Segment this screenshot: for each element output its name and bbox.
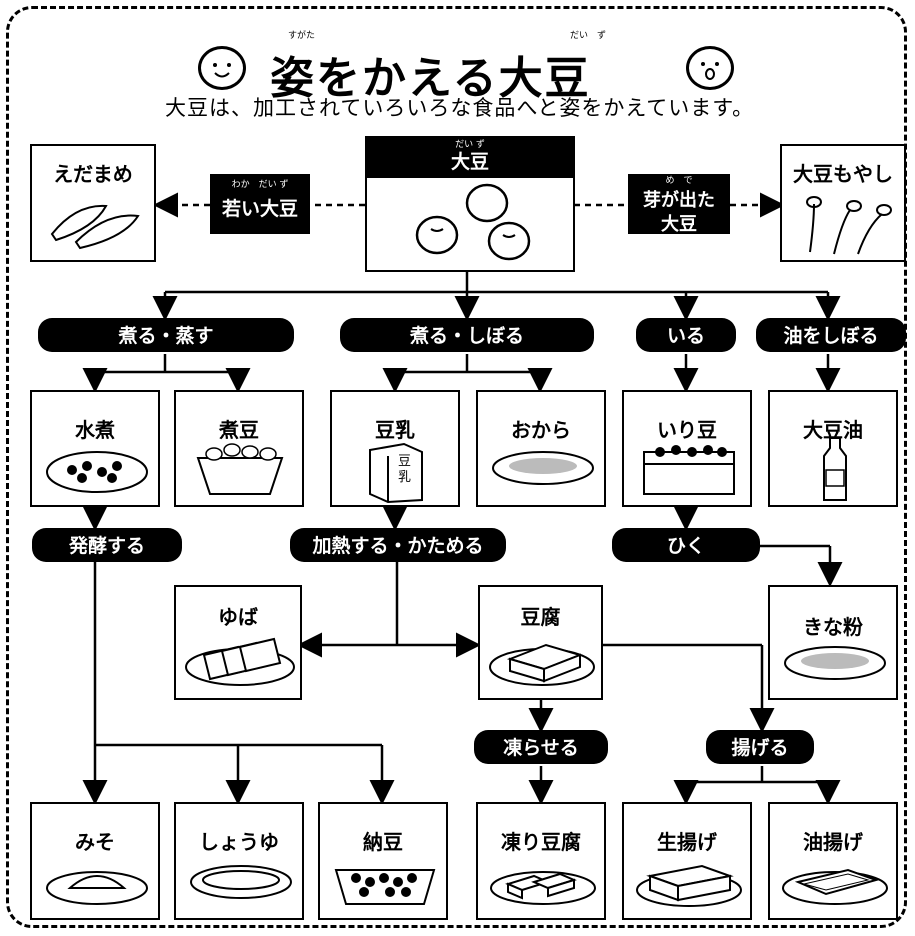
frozen-tofu-plate-icon [490, 871, 596, 905]
food-natto-label: 納豆 [363, 830, 403, 854]
method-ageru: 揚げる [706, 730, 814, 764]
food-okara: おから [476, 390, 606, 507]
young-soybean-ruby: わか だい ず [231, 180, 289, 190]
method-hakko: 発酵する [32, 528, 182, 562]
yuba-plate-icon [185, 637, 295, 686]
food-miso-label: みそ [75, 830, 115, 854]
food-aburaage-label: 油揚げ [803, 830, 863, 854]
food-yuba-label: ゆば [218, 605, 258, 629]
food-mizuni-label: 水煮 [75, 418, 115, 442]
method-koraseru-label: 凍らせる [503, 737, 579, 759]
fried-tofu-plate-icon [636, 864, 742, 907]
method-hiku-label: ひく [666, 535, 705, 557]
title-row: すがた だい ず 姿をかえる大豆 [190, 28, 750, 104]
method-niru-shiboru-label: 煮る・しぼる [409, 325, 524, 347]
center-soybean-box: だい ず 大豆 [365, 136, 575, 272]
food-irimame: いり豆 [622, 390, 752, 507]
center-label: 大豆 [450, 151, 489, 173]
center-title: だい ず 大豆 [367, 138, 573, 178]
food-tofu: 豆腐 [478, 585, 603, 700]
natto-pack-icon [334, 869, 436, 905]
surprised-bean-icon [686, 46, 734, 90]
page-title: 姿をかえる大豆 [270, 53, 591, 104]
method-niru-shiboru: 煮る・しぼる [340, 318, 594, 352]
method-niru-musu: 煮る・蒸す [38, 318, 294, 352]
center-ruby: だい ず [455, 140, 485, 150]
method-hiku: ひく [612, 528, 760, 562]
method-hakko-label: 発酵する [68, 535, 145, 557]
method-iru: いる [636, 318, 736, 352]
moyashi-label: 大豆もやし [793, 162, 893, 186]
food-aburaage: 油揚げ [768, 802, 898, 920]
moyashi-box: 大豆もやし [780, 144, 906, 262]
food-tonyu: 豆乳 豆 乳 [330, 390, 460, 507]
edamame-icon [50, 204, 140, 250]
food-shoyu: しょうゆ [174, 802, 304, 920]
sprouted-soybean-ruby: め で [665, 176, 693, 186]
food-irimame-label: いり豆 [657, 418, 717, 442]
title-ruby-daizu: だい ず [570, 31, 607, 41]
boiled-beans-plate-icon [46, 451, 148, 493]
smiling-bean-icon [198, 46, 246, 90]
food-kinako: きな粉 [768, 585, 898, 700]
sprouted-soybean-line1: 芽が出た [643, 190, 715, 211]
carton-text-line2: 乳 [398, 470, 412, 485]
edamame-box: えだまめ [30, 144, 156, 262]
food-natto: 納豆 [318, 802, 448, 920]
food-nimame: 煮豆 [174, 390, 304, 507]
edamame-label: えだまめ [53, 162, 133, 186]
food-yuba: ゆば [174, 585, 302, 700]
young-soybean-text: 若い大豆 [221, 198, 298, 220]
food-tonyu-label: 豆乳 [375, 418, 415, 442]
food-miso: みそ [30, 802, 160, 920]
food-koridofu: 凍り豆腐 [476, 802, 606, 920]
carton-text: 豆 乳 [398, 454, 411, 486]
subtitle: 大豆は、加工されていろいろな食品へと姿をかえています。 [165, 96, 755, 120]
method-ageru-label: 揚げる [731, 737, 789, 759]
bean-sprouts-icon [806, 196, 892, 255]
okara-plate-icon [492, 451, 594, 485]
food-okara-label: おから [511, 418, 571, 442]
title-ruby-sugata: すがた [288, 31, 316, 41]
method-koraseru: 凍らせる [474, 730, 608, 764]
food-namaage-label: 生揚げ [657, 830, 717, 854]
page-frame [6, 6, 907, 928]
aburaage-plate-icon [782, 868, 888, 905]
tofu-plate-icon [489, 643, 595, 686]
food-shoyu-label: しょうゆ [199, 830, 279, 854]
method-niru-musu-label: 煮る・蒸す [118, 325, 214, 347]
sprouted-soybean-line2: 大豆 [661, 214, 697, 235]
food-tofu-label: 豆腐 [520, 605, 561, 629]
carton-text-line1: 豆 [398, 454, 412, 469]
food-mizuni: 水煮 [30, 390, 160, 507]
food-kinako-label: きな粉 [803, 615, 863, 639]
young-soybean-label: わか だい ず 若い大豆 [210, 174, 310, 234]
method-abura-label: 油をしぼる [783, 325, 879, 347]
soybeans-icon [415, 183, 531, 261]
kinako-plate-icon [784, 646, 886, 680]
food-koridofu-label: 凍り豆腐 [501, 830, 581, 854]
method-abura: 油をしぼる [756, 318, 906, 352]
method-kanetsu: 加熱する・かためる [290, 528, 506, 562]
food-nimame-label: 煮豆 [219, 418, 259, 442]
oil-bottle-icon [823, 437, 847, 501]
sprouted-soybean-label: め で 芽が出た 大豆 [628, 174, 730, 235]
soy-milk-carton-icon [369, 442, 423, 504]
method-kanetsu-label: 加熱する・かためる [312, 535, 484, 557]
simmered-beans-bowl-icon [196, 443, 284, 495]
method-iru-label: いる [666, 325, 705, 347]
food-daizuyu: 大豆油 [768, 390, 898, 507]
roasted-beans-box-icon [643, 445, 735, 495]
soy-sauce-dish-icon [190, 865, 292, 899]
miso-plate-icon [46, 871, 148, 905]
food-namaage: 生揚げ [622, 802, 752, 920]
